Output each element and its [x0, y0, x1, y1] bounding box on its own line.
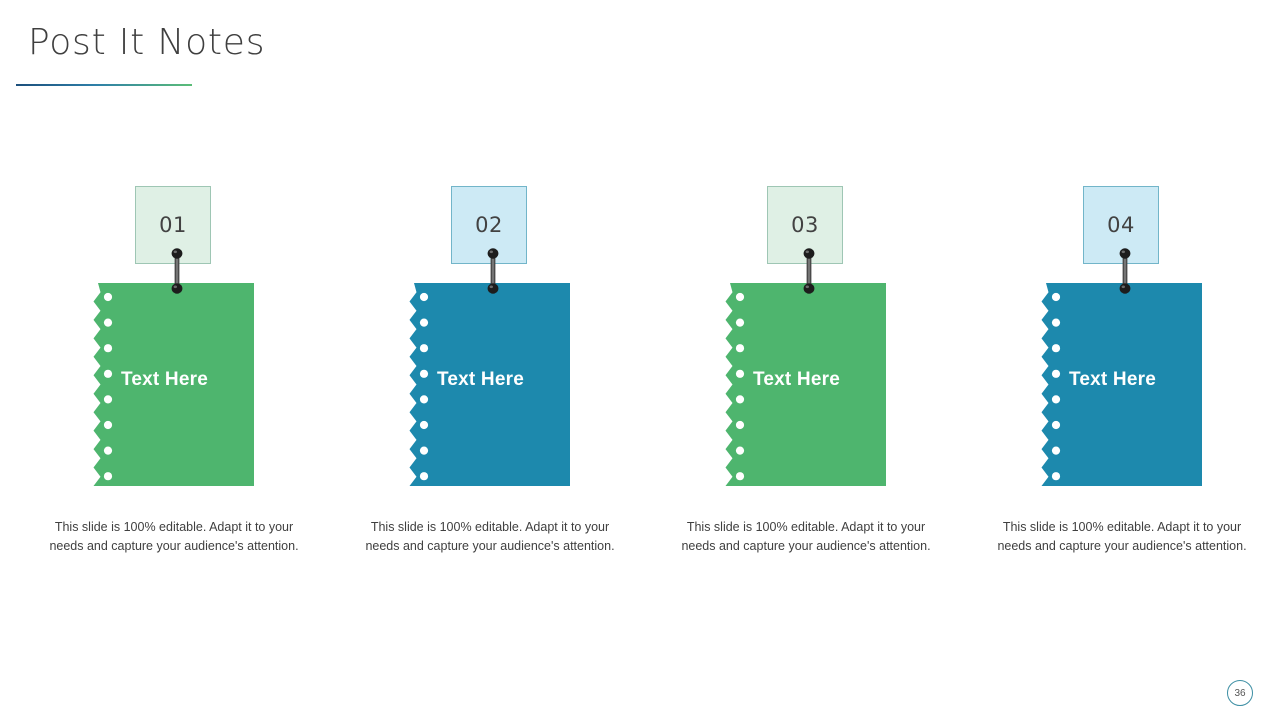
note-label-text: Text Here [437, 369, 524, 390]
punch-hole [735, 395, 745, 404]
punch-hole [1051, 292, 1061, 302]
punch-hole [1051, 472, 1061, 481]
note-label-text: Text Here [1069, 369, 1156, 390]
note-number-text: 01 [159, 213, 187, 237]
note-sheet-shape [725, 283, 886, 486]
punch-hole [103, 318, 113, 327]
note-number-box[interactable]: 03 [767, 186, 843, 264]
punch-hole [1051, 420, 1061, 430]
title-underline-rule [16, 84, 192, 86]
punch-hole [103, 472, 113, 481]
note-caption: This slide is 100% editable. Adapt it to… [49, 520, 299, 553]
note-number-box[interactable]: 02 [451, 186, 527, 264]
note-caption: This slide is 100% editable. Adapt it to… [681, 520, 931, 553]
note-sheet-shape [93, 283, 254, 486]
note-sheet-shape [1041, 283, 1202, 486]
note-body[interactable]: Text Here [408, 283, 570, 486]
note-number-text: 04 [1107, 213, 1135, 237]
note-sheet-shape [409, 283, 570, 486]
punch-hole [419, 395, 429, 404]
punch-hole [735, 318, 745, 327]
punch-hole [1051, 446, 1061, 455]
note-label-text: Text Here [753, 369, 840, 390]
punch-hole [419, 344, 429, 353]
punch-hole [1051, 395, 1061, 404]
punch-hole [735, 344, 745, 353]
note-number-box[interactable]: 04 [1083, 186, 1159, 264]
note-body[interactable]: Text Here [92, 283, 254, 486]
punch-hole [103, 292, 113, 302]
note-number-text: 03 [791, 213, 819, 237]
punch-hole [419, 292, 429, 302]
punch-hole [419, 446, 429, 455]
punch-hole [1051, 369, 1061, 378]
page-number-badge: 36 [1227, 680, 1253, 706]
punch-hole [1051, 344, 1061, 353]
note-body[interactable]: Text Here [724, 283, 886, 486]
punch-hole [735, 446, 745, 455]
page-number-text: 36 [1234, 687, 1246, 699]
punch-hole [103, 395, 113, 404]
punch-hole [103, 446, 113, 455]
note-label-text: Text Here [121, 369, 208, 390]
note-caption: This slide is 100% editable. Adapt it to… [365, 520, 615, 553]
note-number-box[interactable]: 01 [135, 186, 211, 264]
punch-hole [1051, 318, 1061, 327]
punch-hole [103, 369, 113, 378]
punch-hole [419, 472, 429, 481]
punch-hole [419, 318, 429, 327]
punch-hole [103, 420, 113, 430]
page-title: Post It Notes [28, 22, 266, 63]
punch-hole [735, 420, 745, 430]
punch-hole [103, 344, 113, 353]
punch-hole [419, 420, 429, 430]
note-body[interactable]: Text Here [1040, 283, 1202, 486]
note-number-text: 02 [475, 213, 503, 237]
punch-hole [735, 369, 745, 378]
punch-hole [735, 472, 745, 481]
punch-hole [735, 292, 745, 302]
punch-hole [419, 369, 429, 378]
note-caption: This slide is 100% editable. Adapt it to… [997, 520, 1247, 553]
